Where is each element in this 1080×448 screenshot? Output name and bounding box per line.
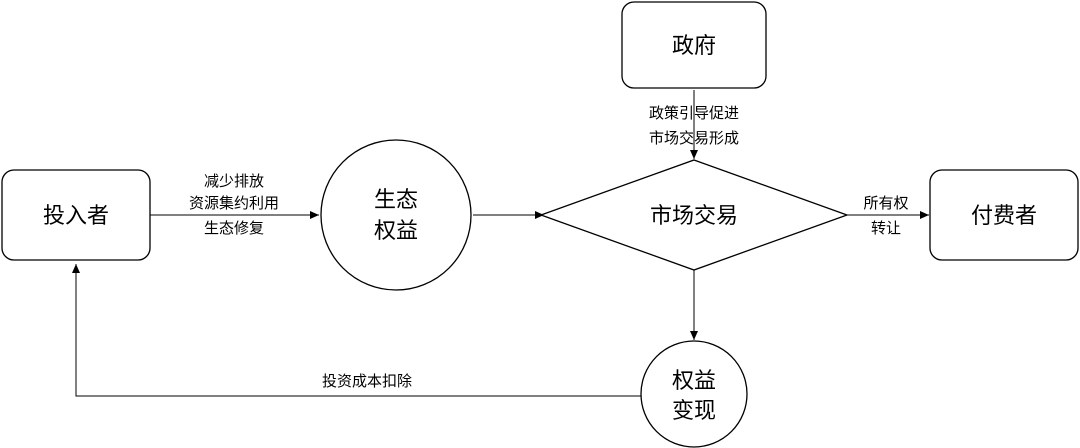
edge-label-gov-market-2: 市场交易形成 [649, 129, 739, 147]
node-realization: 权益 变现 [640, 340, 748, 448]
edge-label-investor-eco-2: 资源集约利用 [189, 194, 279, 212]
node-payer-label: 付费者 [971, 204, 1037, 229]
edge-label-investor-eco-3: 生态修复 [204, 219, 264, 237]
edge-label-investor-eco-1: 减少排放 [204, 172, 264, 190]
node-market: 市场交易 [539, 159, 849, 271]
edge-realization-to-investor [72, 264, 641, 397]
node-eco-rights-label-line1: 生态 [374, 188, 418, 213]
node-eco-rights-label-line2: 权益 [374, 219, 418, 244]
node-market-label: 市场交易 [650, 204, 738, 229]
node-investor-label: 投入者 [43, 204, 109, 229]
node-payer: 付费者 [929, 169, 1079, 261]
edge-label-market-payer-2: 转让 [871, 219, 901, 237]
edge-label-gov-market-1: 政策引导促进 [649, 104, 739, 122]
node-realization-label-line1: 权益 [672, 369, 716, 394]
node-government: 政府 [621, 1, 767, 89]
node-eco-rights: 生态 权益 [320, 139, 472, 291]
node-investor: 投入者 [1, 169, 151, 261]
edge-label-realization-investor: 投资成本扣除 [322, 372, 412, 390]
node-government-label: 政府 [672, 34, 716, 59]
edge-label-market-payer-1: 所有权 [863, 194, 908, 212]
node-realization-label-line2: 变现 [672, 399, 716, 424]
